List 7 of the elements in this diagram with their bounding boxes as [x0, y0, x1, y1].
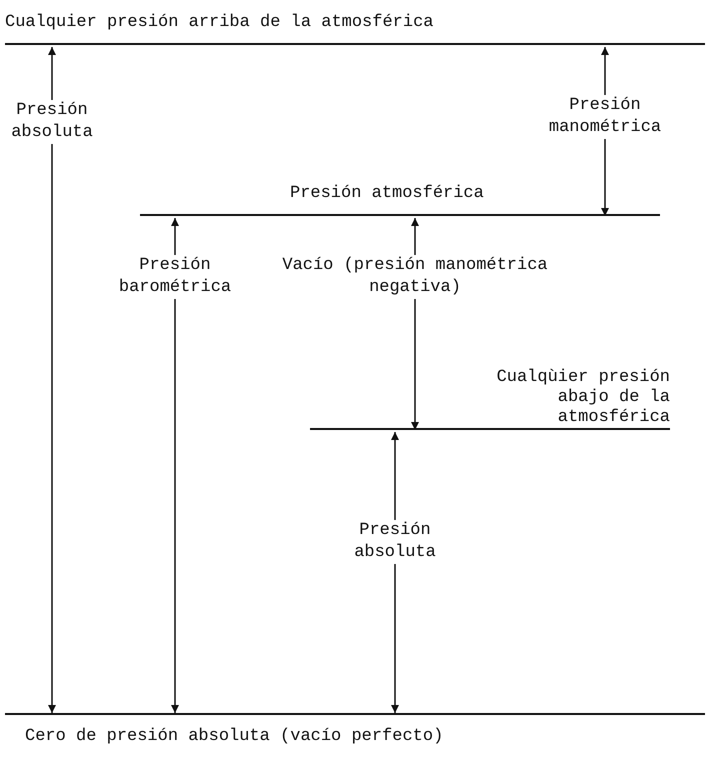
level-label: Cualqùier presión abajo de la atmosférica: [496, 368, 670, 428]
double-arrow: [171, 218, 179, 713]
level-label: Cero de presión absoluta (vacío perfecto): [25, 727, 444, 747]
level-label: Cualquier presión arriba de la atmosférica: [5, 13, 434, 33]
level-line: [310, 366, 670, 430]
double-arrow: [48, 47, 56, 713]
level-label: Presión atmosférica: [290, 184, 485, 204]
